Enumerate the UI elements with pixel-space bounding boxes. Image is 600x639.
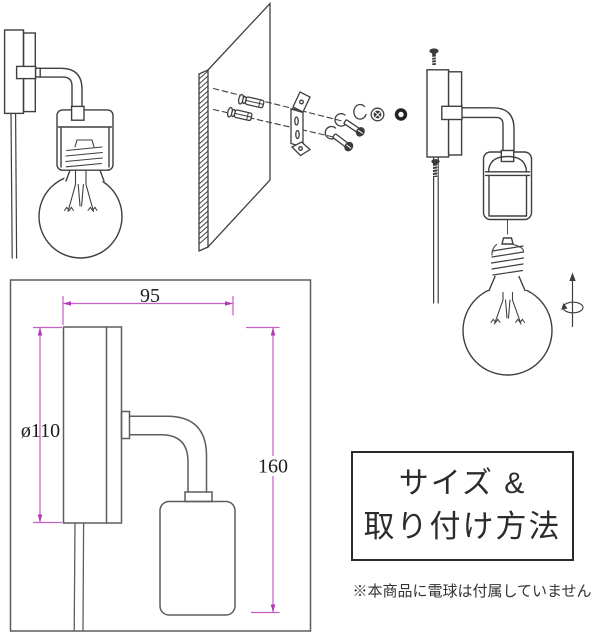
bulb-not-included-note: ※本商品に電球は付属していません xyxy=(352,583,592,600)
light-bulb xyxy=(462,237,553,376)
rubber-ring xyxy=(394,108,408,121)
assembled-lamp-drawing xyxy=(3,29,123,259)
power-cord xyxy=(433,156,439,304)
dimension-diameter-label: ø110 xyxy=(21,420,60,442)
spring-washer xyxy=(353,103,367,120)
mounting-bracket xyxy=(290,91,312,157)
bulb-rotation-arrow-icon xyxy=(561,272,584,328)
dimension-drawing xyxy=(9,279,312,632)
size-installation-title-box: サイズ & 取り付け方法 xyxy=(351,451,574,561)
retaining-ring-1 xyxy=(334,113,348,127)
fixing-screw-bottom xyxy=(431,159,440,177)
wall-anchor-drawing xyxy=(198,1,408,252)
size-box-line2: 取り付け方法 xyxy=(363,509,562,544)
size-box-line1: サイズ & xyxy=(398,467,527,500)
wall-panel xyxy=(207,1,271,249)
dimension-width-label: 95 xyxy=(140,285,160,307)
power-cord xyxy=(73,522,85,632)
bulb-screw-threads xyxy=(65,146,103,168)
width-dimension xyxy=(62,295,234,326)
mounting-screw-2 xyxy=(332,133,354,152)
wall-anchor-2 xyxy=(226,106,253,122)
power-cord xyxy=(10,112,18,259)
bulb-filament xyxy=(67,170,95,213)
bulb-filament xyxy=(493,291,522,325)
wall-anchor-1 xyxy=(237,93,265,109)
drawing-frame xyxy=(9,279,312,632)
diameter-dimension xyxy=(32,326,63,524)
mounting-installation-drawing xyxy=(426,48,584,376)
nut xyxy=(370,107,385,122)
backplate xyxy=(62,326,123,524)
bulb-screw-threads xyxy=(490,245,525,276)
fixing-screw-top xyxy=(429,48,439,65)
dimension-lines xyxy=(32,295,280,614)
mounting-screw-1 xyxy=(343,119,365,137)
dimension-height-label: 160 xyxy=(258,456,288,478)
socket-body xyxy=(159,500,236,616)
